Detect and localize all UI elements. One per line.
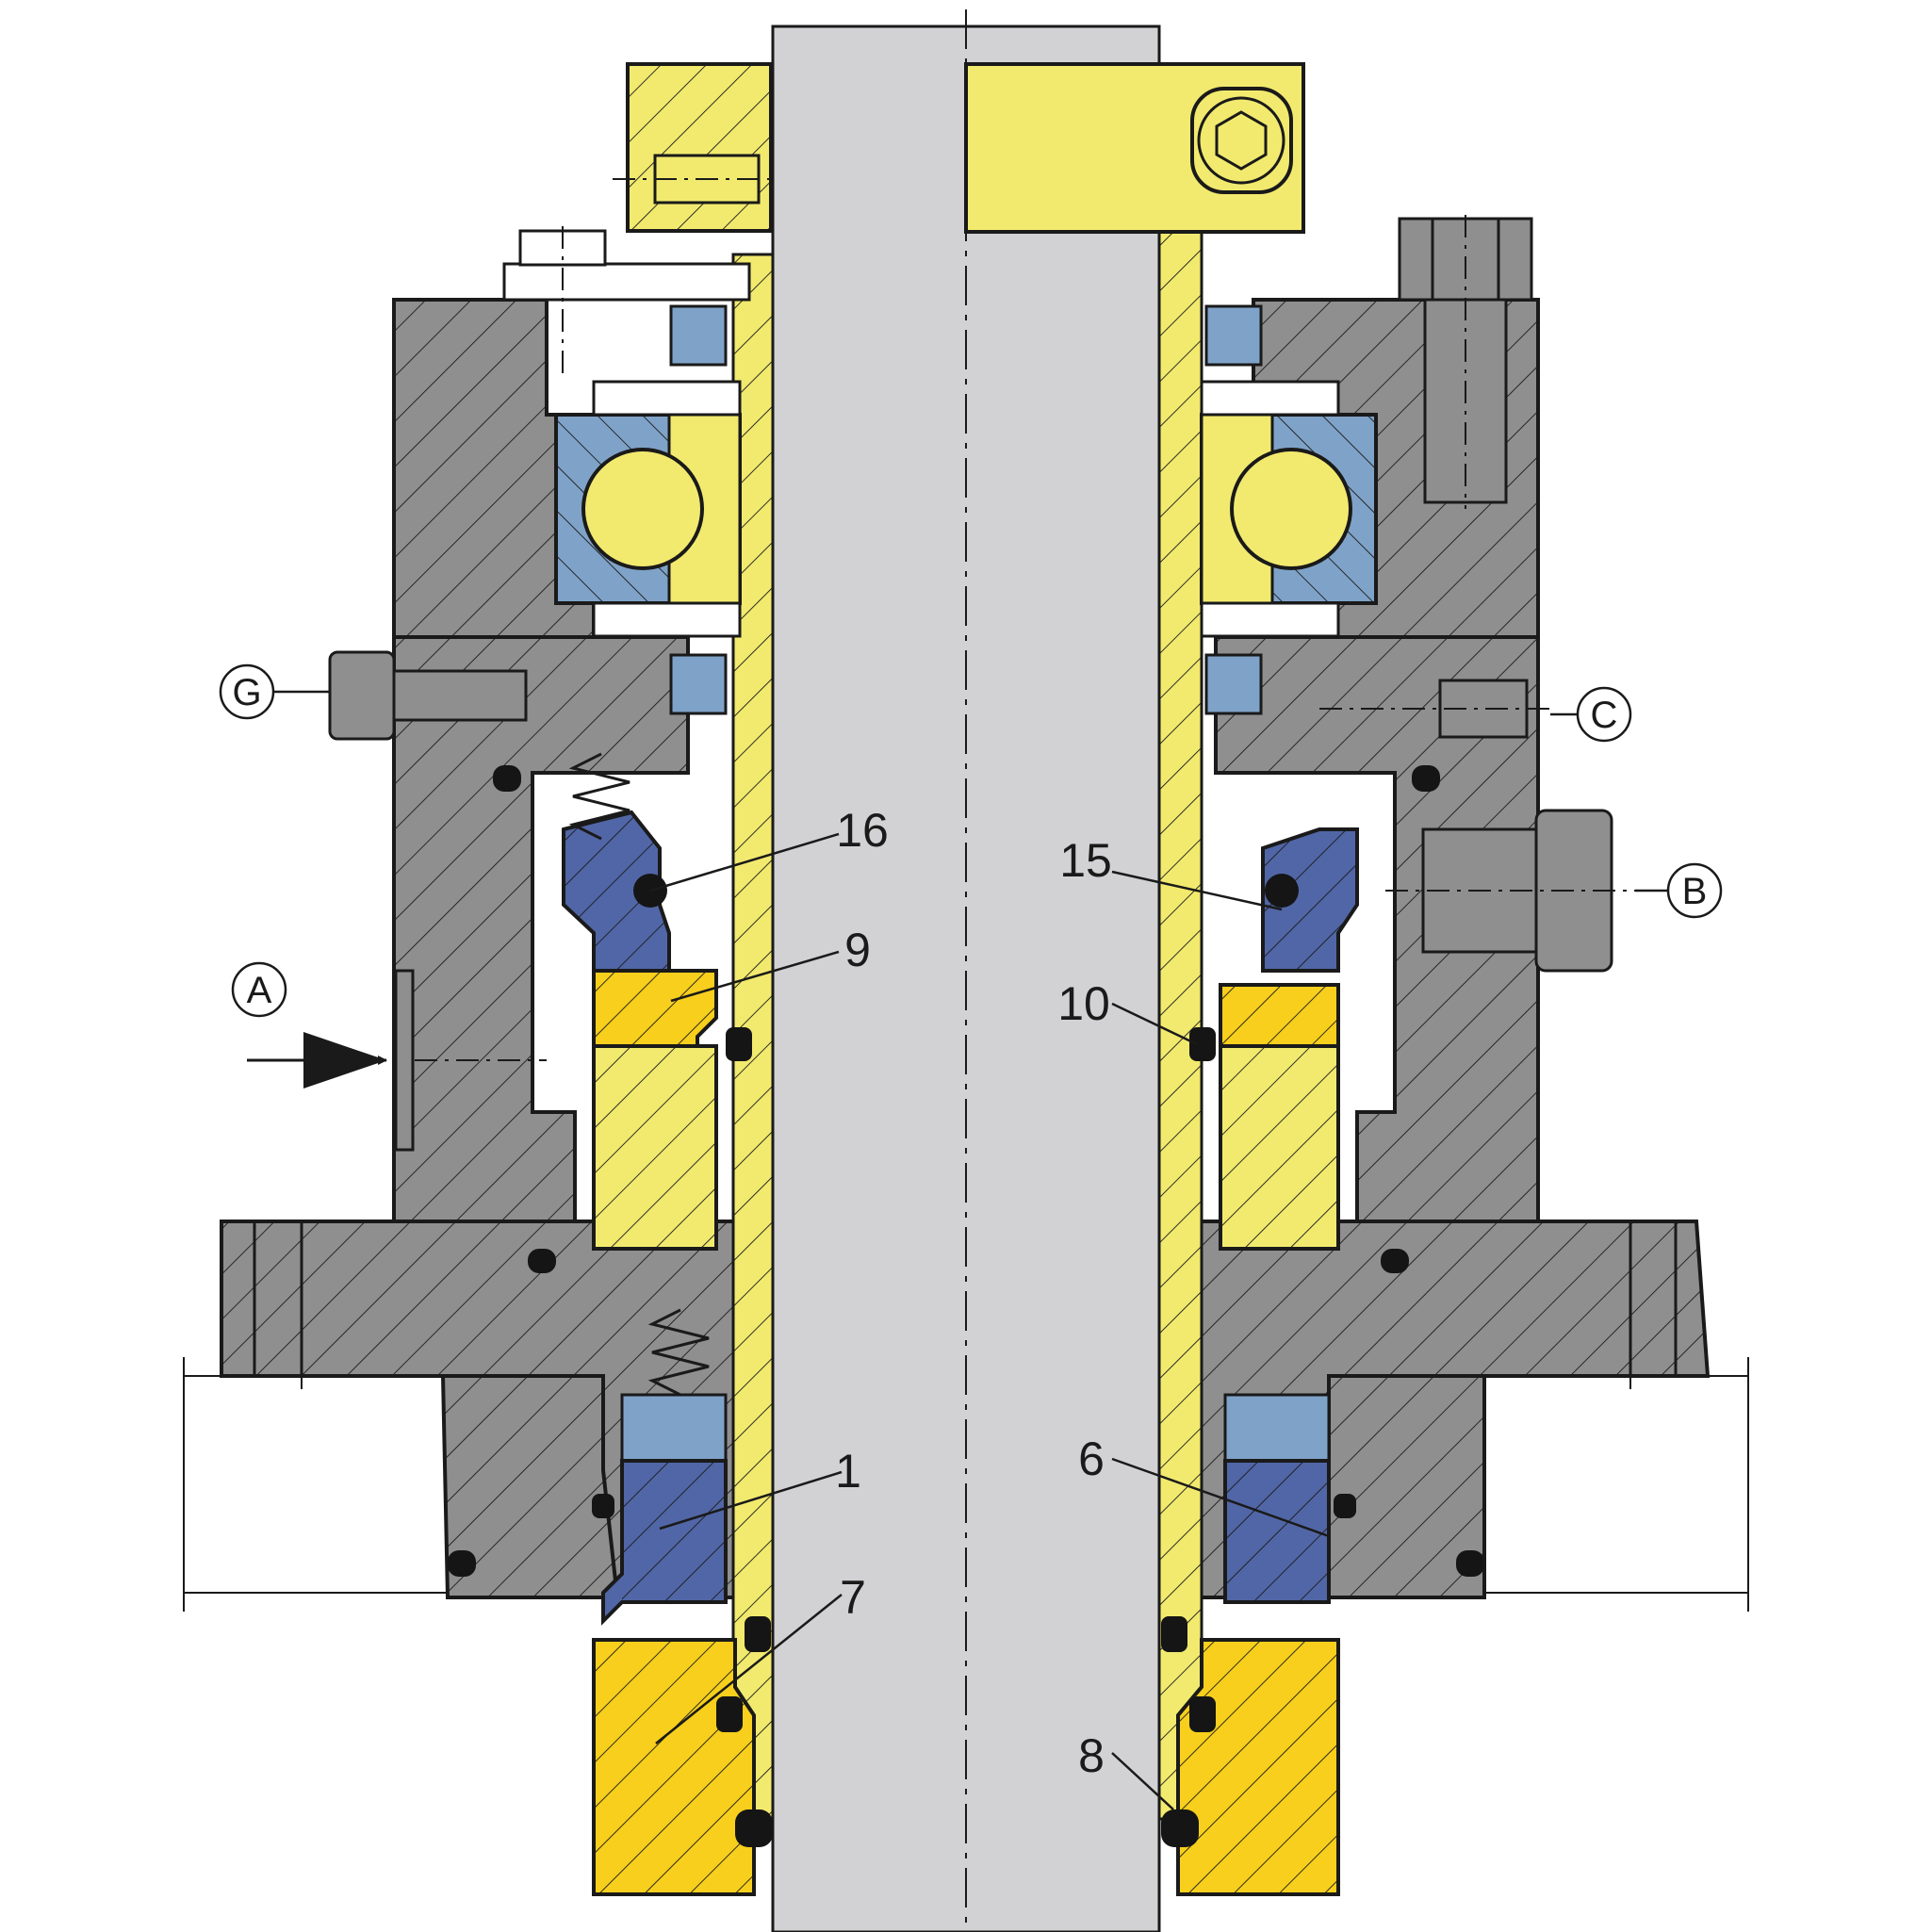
top-left-bolt — [502, 226, 751, 377]
port-g-fitting — [328, 650, 528, 741]
port-b-fitting — [1385, 809, 1635, 973]
callout-9: 9 — [844, 924, 871, 976]
springs — [568, 752, 710, 1397]
right-drive-collar — [964, 62, 1305, 234]
callout-1-label: 1 — [835, 1445, 861, 1498]
callout-8: 8 — [1078, 1729, 1105, 1782]
callout-15: 15 — [1059, 834, 1112, 887]
flow-arrow-a — [247, 1032, 387, 1089]
right-lower-seal-ring — [1176, 1393, 1340, 1896]
port-label-b: B — [1666, 862, 1723, 919]
left-upper-seal-ring — [562, 810, 718, 1251]
callout-7-label: 7 — [840, 1571, 866, 1624]
port-label-b-text: B — [1682, 871, 1708, 912]
centerlines — [301, 9, 1631, 1927]
callout-1: 1 — [835, 1445, 861, 1498]
left-bearing — [554, 380, 742, 638]
callout-10: 10 — [1057, 977, 1110, 1030]
port-label-g: G — [219, 663, 275, 720]
port-label-c: C — [1576, 686, 1632, 743]
callout-16-label: 16 — [836, 804, 889, 857]
callout-6: 6 — [1078, 1433, 1105, 1485]
port-label-g-text: G — [232, 672, 261, 713]
left-drive-collar — [613, 62, 773, 233]
left-lower-seal-ring — [592, 1393, 756, 1896]
right-bearing — [1200, 380, 1378, 638]
callout-16: 16 — [836, 804, 889, 857]
port-a-inlet — [394, 969, 547, 1152]
lip-seals — [669, 304, 1263, 715]
o-rings — [448, 765, 1484, 1847]
port-label-a-text: A — [247, 970, 272, 1011]
callout-10-label: 10 — [1057, 977, 1110, 1030]
port-label-c-text: C — [1591, 695, 1618, 736]
callout-8-label: 8 — [1078, 1729, 1105, 1782]
port-c-fitting — [1319, 679, 1550, 739]
left-housing — [392, 298, 690, 1599]
port-label-a: A — [231, 961, 287, 1018]
right-shaft-sleeve — [1157, 224, 1203, 1821]
callout-6-label: 6 — [1078, 1433, 1105, 1485]
extension-lines — [183, 1357, 1749, 1612]
callout-9-label: 9 — [844, 924, 871, 976]
callout-7: 7 — [840, 1571, 866, 1624]
callout-15-label: 15 — [1059, 834, 1112, 887]
top-right-hex-bolt — [1398, 215, 1533, 509]
left-shaft-sleeve — [731, 253, 775, 1821]
right-upper-seal-ring — [1219, 827, 1359, 1251]
